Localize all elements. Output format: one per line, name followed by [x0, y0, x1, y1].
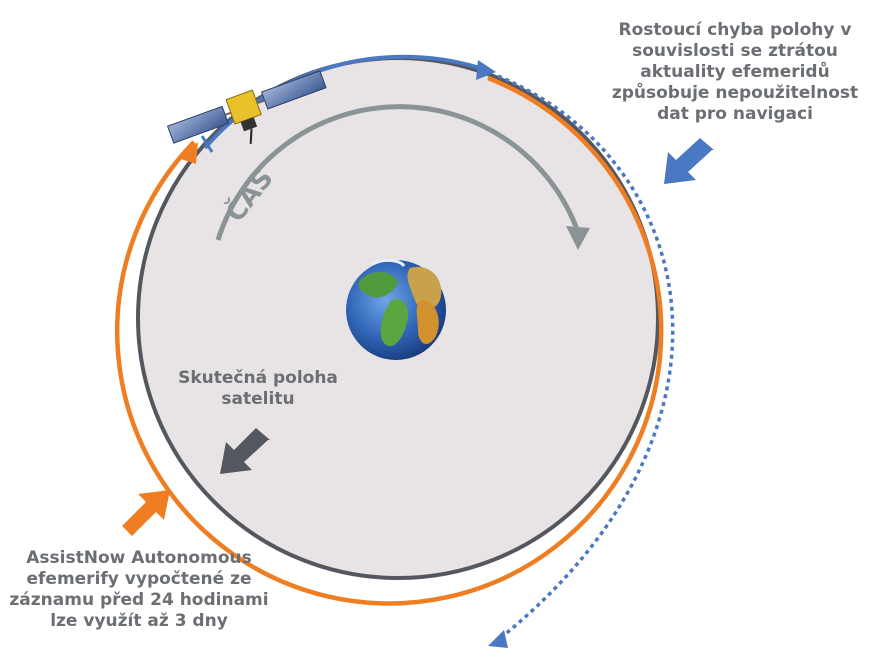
earth-icon [346, 260, 446, 360]
actual-position-label: Skutečná poloha satelitu [168, 368, 348, 410]
assistnow-pointer-arrow [118, 490, 170, 536]
error-label: Rostoucí chyba polohy v souvislosti se z… [600, 20, 870, 125]
error-arrowhead-bottom [488, 630, 508, 648]
assistnow-label: AssistNow Autonomous efemerify vypočtené… [8, 548, 270, 632]
error-pointer-arrow [664, 138, 714, 184]
